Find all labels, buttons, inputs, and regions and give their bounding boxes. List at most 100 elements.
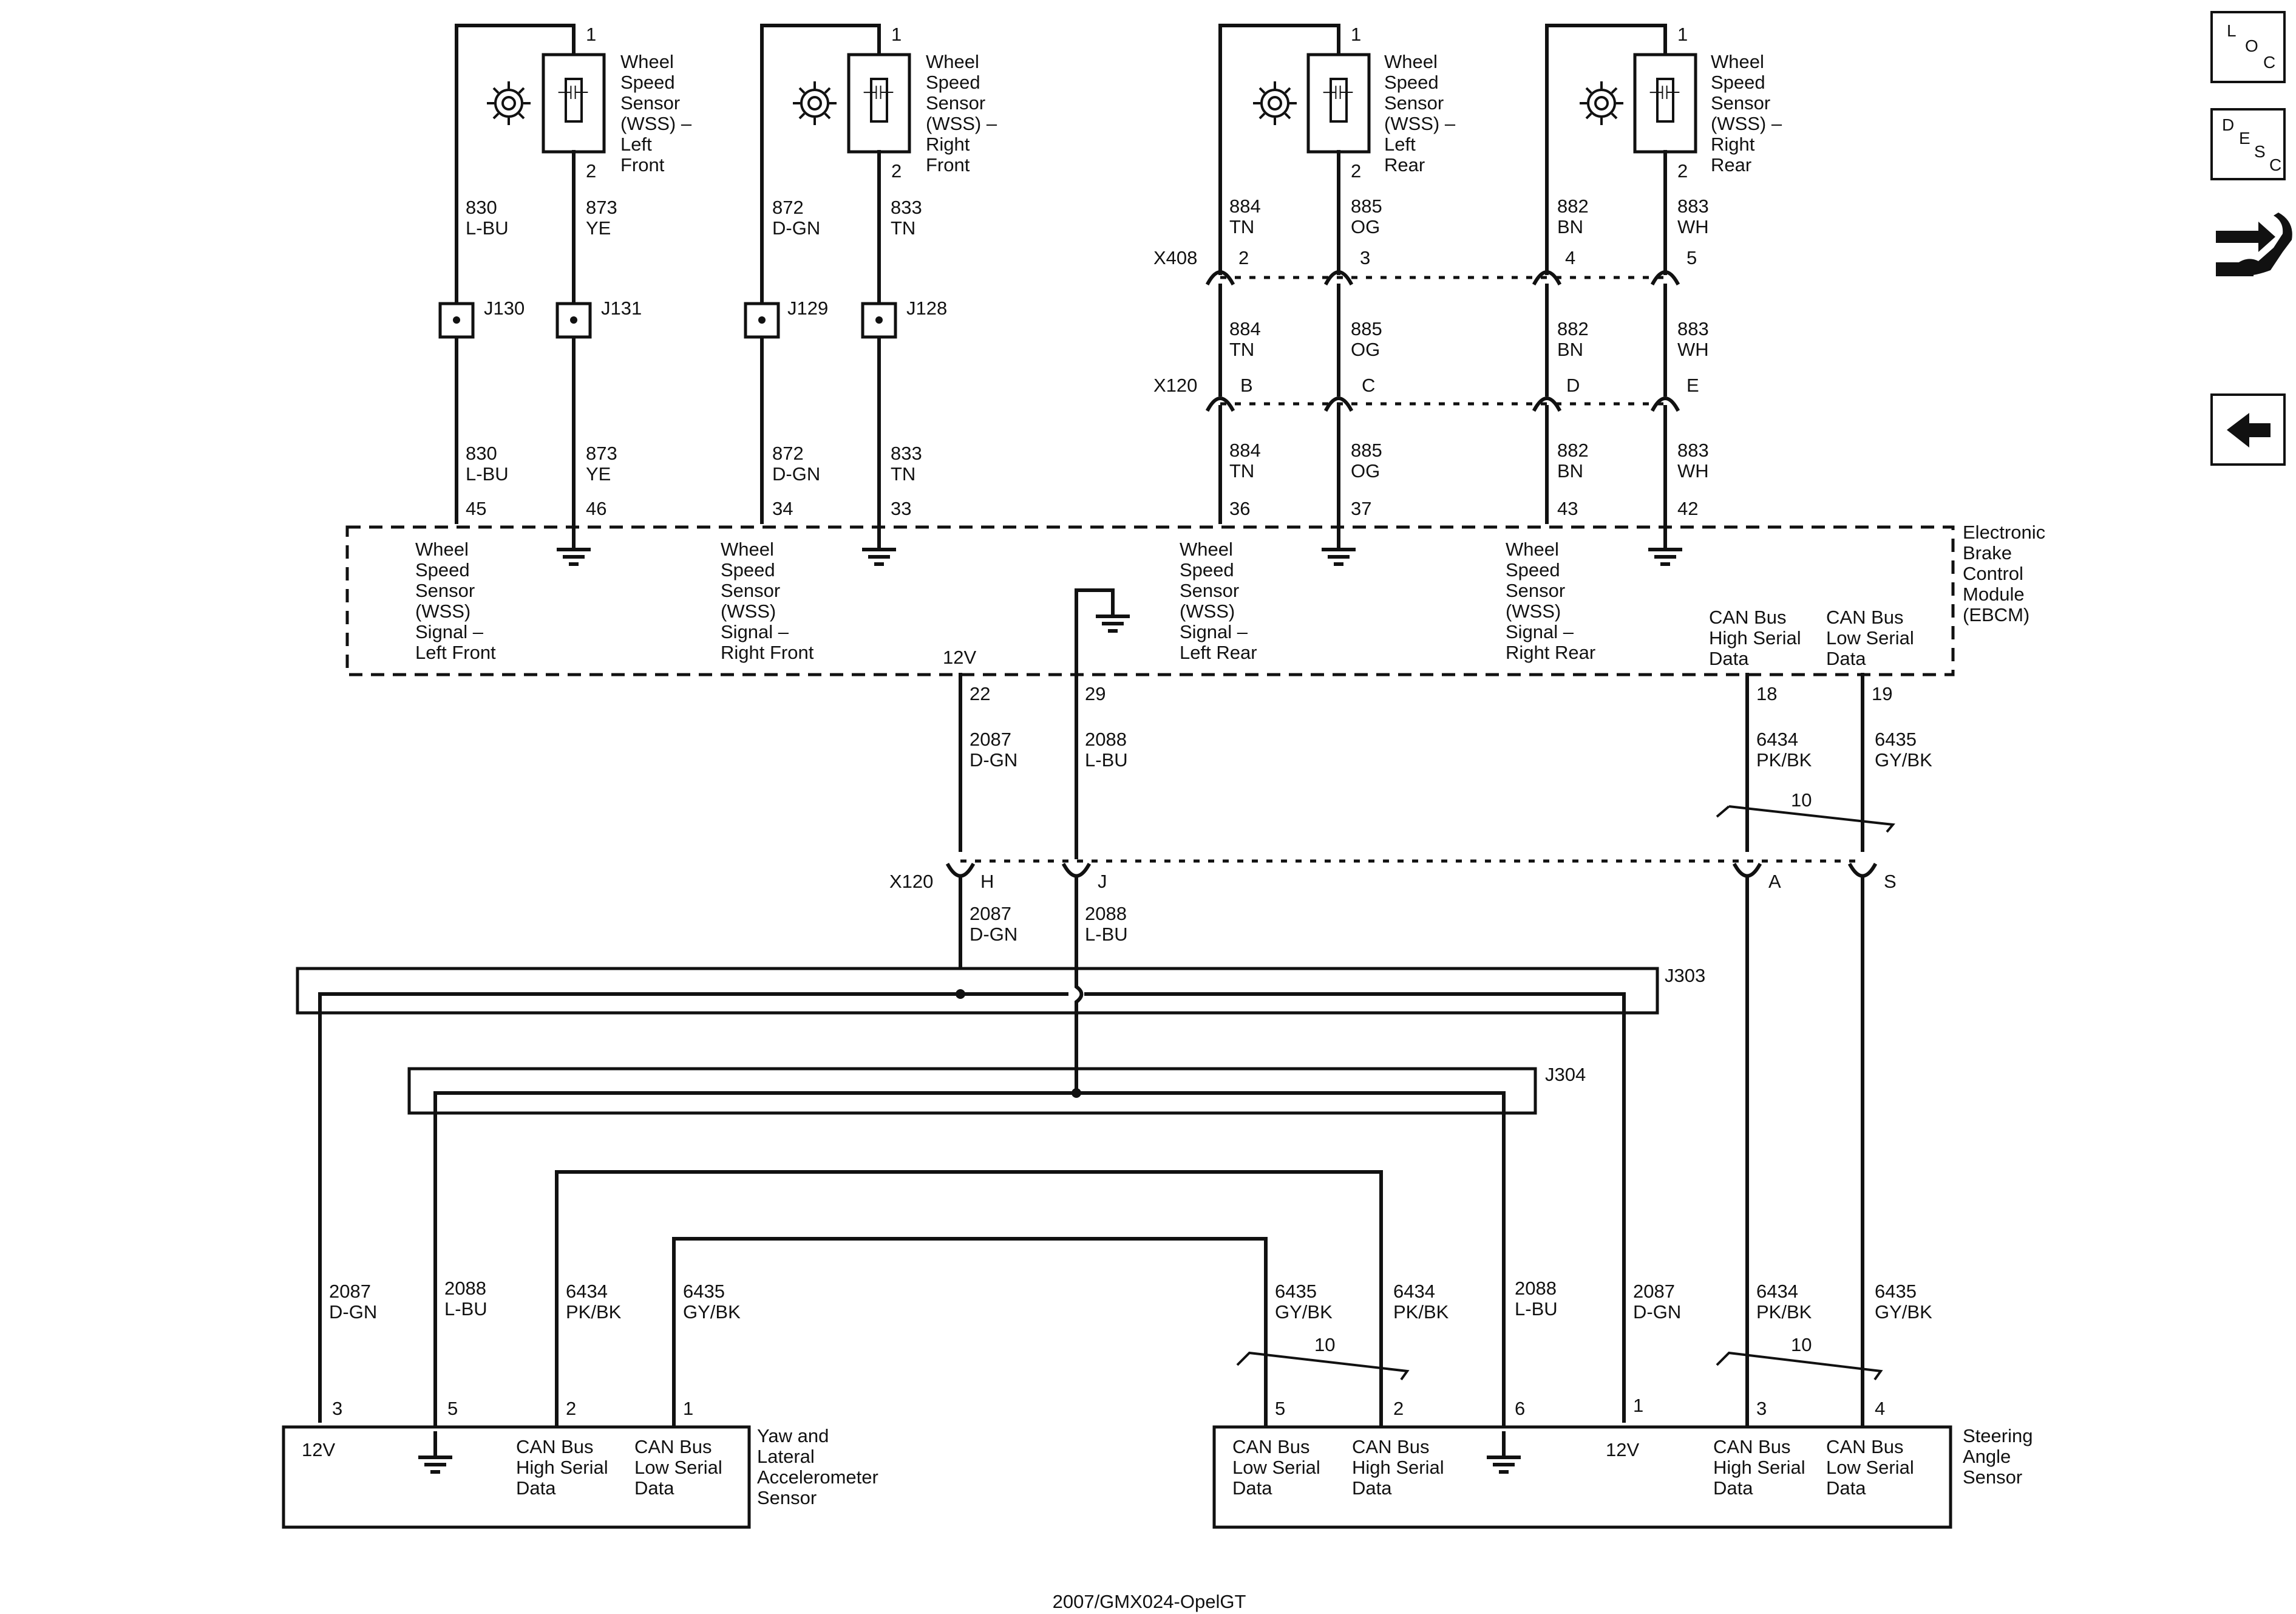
- pin-label: 2: [891, 160, 902, 182]
- svg-text:Wheel: Wheel: [1506, 539, 1559, 560]
- svg-text:6435: 6435: [1875, 1281, 1917, 1302]
- gear-icon: [793, 81, 837, 125]
- svg-text:Speed: Speed: [1711, 72, 1765, 93]
- svg-text:CAN Bus: CAN Bus: [1826, 1436, 1903, 1457]
- svg-text:OG: OG: [1351, 339, 1380, 360]
- desc-button[interactable]: D E S C: [2210, 108, 2286, 180]
- svg-text:J131: J131: [601, 298, 642, 319]
- svg-text:18: 18: [1756, 683, 1777, 704]
- gear-icon: [1580, 81, 1623, 125]
- svg-text:2088: 2088: [1085, 903, 1127, 924]
- svg-text:Rear: Rear: [1711, 154, 1751, 175]
- ground-icon: [557, 548, 591, 566]
- pin-label: 1: [586, 24, 596, 45]
- svg-text:Wheel: Wheel: [1180, 539, 1233, 560]
- svg-text:Left: Left: [620, 134, 652, 155]
- svg-text:Angle: Angle: [1963, 1446, 2011, 1467]
- svg-text:J130: J130: [484, 298, 525, 319]
- svg-text:X120: X120: [889, 871, 933, 892]
- ground-icon: [1096, 615, 1130, 633]
- svg-text:36: 36: [1229, 498, 1250, 519]
- sensor-name: Wheel Speed Sensor (WSS) – Right Rear: [1711, 51, 1782, 175]
- svg-text:TN: TN: [1229, 460, 1254, 482]
- svg-text:5: 5: [1686, 247, 1697, 268]
- svg-text:YE: YE: [586, 463, 611, 485]
- svg-text:YE: YE: [586, 217, 611, 239]
- svg-text:Signal –: Signal –: [1180, 621, 1248, 642]
- svg-text:WH: WH: [1677, 216, 1709, 237]
- svg-text:X408: X408: [1153, 247, 1197, 268]
- back-button[interactable]: [2210, 393, 2286, 466]
- svg-text:B: B: [1240, 375, 1253, 396]
- svg-text:Sensor: Sensor: [1963, 1466, 2022, 1488]
- loc-button[interactable]: L O C: [2210, 11, 2286, 83]
- svg-text:Low Serial: Low Serial: [1826, 627, 1914, 649]
- svg-text:Sensor: Sensor: [1711, 92, 1770, 114]
- svg-text:GY/BK: GY/BK: [1275, 1301, 1333, 1323]
- svg-text:2087: 2087: [329, 1281, 371, 1302]
- svg-text:Accelerometer: Accelerometer: [757, 1466, 878, 1488]
- svg-text:BN: BN: [1557, 460, 1583, 482]
- svg-text:⊣⊢: ⊣⊢: [862, 82, 895, 103]
- svg-text:Wheel: Wheel: [926, 51, 979, 72]
- svg-text:CAN Bus: CAN Bus: [1352, 1436, 1429, 1457]
- svg-text:J: J: [1098, 871, 1107, 892]
- svg-text:22: 22: [970, 683, 990, 704]
- ground-icon: [862, 548, 896, 566]
- svg-text:PK/BK: PK/BK: [1756, 749, 1812, 771]
- svg-text:885: 885: [1351, 196, 1382, 217]
- svg-text:(WSS): (WSS): [1180, 601, 1235, 622]
- svg-text:Module: Module: [1963, 584, 2025, 605]
- svg-text:885: 885: [1351, 318, 1382, 339]
- svg-text:2: 2: [1393, 1398, 1404, 1419]
- svg-text:872: 872: [772, 443, 804, 464]
- svg-text:2087: 2087: [970, 903, 1011, 924]
- svg-text:Low Serial: Low Serial: [1826, 1457, 1914, 1478]
- can-low-label: CAN Bus Low Serial Data: [1232, 1436, 1320, 1499]
- svg-text:L-BU: L-BU: [1085, 749, 1128, 771]
- yaw-accelerometer-sensor: 3 5 2 1 12V CAN Bus High Serial Data CAN…: [282, 1398, 878, 1529]
- svg-text:S: S: [2254, 142, 2266, 161]
- svg-text:Data: Data: [1352, 1477, 1392, 1499]
- svg-text:6434: 6434: [1393, 1281, 1435, 1302]
- svg-text:Signal –: Signal –: [721, 621, 789, 642]
- pin-label: 2: [1351, 160, 1361, 182]
- svg-text:H: H: [980, 871, 994, 892]
- svg-text:6434: 6434: [1756, 729, 1798, 750]
- pin-label: 1: [1351, 24, 1361, 45]
- svg-text:Wheel: Wheel: [1384, 51, 1438, 72]
- svg-text:Wheel: Wheel: [1711, 51, 1764, 72]
- svg-text:833: 833: [891, 197, 922, 218]
- svg-text:⊣⊢: ⊣⊢: [1322, 82, 1354, 103]
- svg-text:29: 29: [1085, 683, 1106, 704]
- svg-text:Left: Left: [1384, 134, 1416, 155]
- svg-text:42: 42: [1677, 498, 1698, 519]
- svg-text:Data: Data: [1826, 1477, 1866, 1499]
- svg-text:2: 2: [566, 1398, 576, 1419]
- svg-text:33: 33: [891, 498, 911, 519]
- sensor-name: Wheel Speed Sensor (WSS) – Left Rear: [1384, 51, 1456, 175]
- repair-tools-icon[interactable]: [2216, 213, 2292, 276]
- svg-text:6435: 6435: [1875, 729, 1917, 750]
- svg-text:Speed: Speed: [1506, 559, 1560, 581]
- pin-label: 2: [586, 160, 596, 182]
- svg-text:Data: Data: [516, 1477, 556, 1499]
- ground-icon: [1322, 548, 1356, 566]
- svg-text:Speed: Speed: [620, 72, 675, 93]
- svg-text:Data: Data: [634, 1477, 674, 1499]
- gear-icon: [487, 81, 531, 125]
- splice-j130: [438, 302, 475, 339]
- svg-text:885: 885: [1351, 440, 1382, 461]
- svg-text:D-GN: D-GN: [970, 924, 1017, 945]
- svg-text:6435: 6435: [1275, 1281, 1317, 1302]
- svg-text:45: 45: [466, 498, 486, 519]
- svg-text:2087: 2087: [1633, 1281, 1675, 1302]
- svg-text:883: 883: [1677, 440, 1709, 461]
- svg-text:830: 830: [466, 197, 497, 218]
- svg-text:TN: TN: [1229, 216, 1254, 237]
- twisted-pair-marker: [1716, 1351, 1883, 1381]
- svg-text:873: 873: [586, 443, 617, 464]
- svg-text:Speed: Speed: [926, 72, 980, 93]
